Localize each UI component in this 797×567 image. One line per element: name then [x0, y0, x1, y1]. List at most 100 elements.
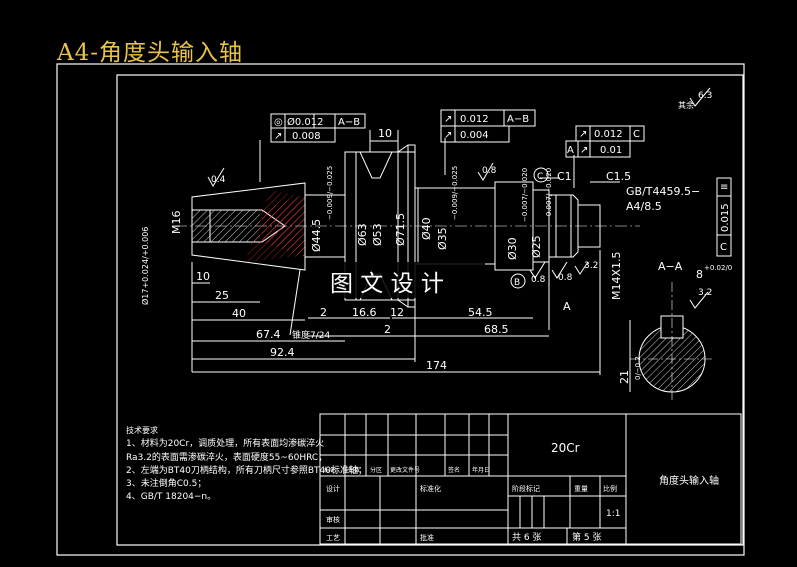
rough-0-8b: 0.8: [531, 275, 546, 285]
dim-c1: C1: [557, 170, 572, 183]
tb-review: 审核: [326, 515, 340, 524]
tb-hdr-mark: 标记: [324, 466, 336, 474]
notes-line-4: 3、未注倒角C0.5；: [126, 477, 206, 489]
dim-54-5: 54.5: [468, 306, 493, 319]
tb-scale: 1:1: [606, 509, 620, 519]
tb-design: 设计: [326, 484, 340, 493]
tb-sheet-total: 共 6 张: [512, 532, 541, 543]
notes-line-2: Ra3.2的表面需渗碳淬火，表面硬度55~60HRC；: [126, 451, 327, 463]
tb-hdr-date: 年月日: [472, 466, 490, 474]
notes-line-5: 4、GB/T 18204−n。: [126, 492, 216, 502]
dim-taper: 锥度7/24: [292, 329, 330, 341]
datum-c: C: [537, 172, 543, 182]
tb-process: 工艺: [326, 534, 340, 542]
dim-phi25: Ø25: [530, 235, 543, 258]
sec-depth: 21: [618, 370, 631, 384]
dim-m14: M14X1.5: [610, 251, 623, 300]
rough-3-2: 3.2: [584, 261, 598, 271]
tb-weight: 重量: [574, 485, 588, 493]
dim-c1-5: C1.5: [606, 170, 631, 183]
tb-hdr-count: 处数: [348, 466, 360, 474]
dim-phi30-tol: −0.007/−0.020: [521, 168, 529, 222]
tol-left-val1: Ø0.012: [287, 116, 324, 128]
tb-scale-label: 比例: [603, 484, 617, 493]
dim-40: 40: [232, 307, 246, 320]
dim-a4-8-5: A4/8.5: [626, 200, 662, 213]
dim-25: 25: [215, 289, 229, 302]
tol-mid-ref1: A−B: [507, 114, 529, 125]
dim-2a: 2: [320, 306, 327, 319]
tol-left-ref1: A−B: [338, 117, 360, 128]
tb-hdr-sign: 签名: [448, 466, 460, 474]
tb-approve: 批准: [420, 533, 434, 542]
dim-10-top: 10: [378, 127, 392, 140]
tol-right-sym1: ↗: [579, 129, 587, 140]
sec-width-tol: +0.02/0: [704, 264, 732, 272]
sec-width: 8: [696, 268, 703, 281]
outer-frame: [56, 63, 745, 556]
dim-phi44-5: Ø44.5: [310, 219, 323, 252]
dim-phi71-5: Ø71.5: [394, 213, 407, 246]
dim-67-4: 67.4: [256, 328, 281, 341]
dim-phi30: Ø30: [506, 237, 519, 260]
tb-part-name: 角度头输入轴: [659, 474, 719, 487]
dim-phi40: Ø40: [420, 217, 433, 240]
tol-right-val1: 0.012: [594, 129, 623, 140]
tol-side-ref: C: [720, 242, 727, 253]
watermark-bg: [315, 262, 485, 298]
tb-sheet-num: 第 5 张: [572, 531, 601, 543]
tol-mid-val2: 0.004: [460, 130, 489, 141]
tol-left-sym2: ↗: [274, 131, 282, 142]
rough-other: 其余: [678, 100, 694, 110]
watermark: 图 文 设 计: [330, 271, 444, 297]
tb-material: 20Cr: [551, 441, 580, 455]
dim-phi35-tol: −0.009/−0.025: [451, 166, 459, 220]
dim-phi63: Ø63: [356, 223, 369, 246]
tol-mid-sym2: ↗: [444, 130, 452, 141]
notes-title: 技术要求: [126, 425, 158, 435]
shaft-drawing: [175, 87, 742, 545]
tol-mid-val1: 0.012: [460, 114, 489, 125]
tb-hdr-change: 更改文件号: [390, 466, 420, 474]
dim-phi53: Ø53: [371, 223, 384, 246]
dim-phi35: Ø35: [436, 227, 449, 250]
sec-depth-tol: 0/−0.2: [634, 356, 642, 380]
sec-3-2: 3.2: [698, 288, 712, 298]
dim-m16: M16: [170, 211, 183, 235]
dim-2b: 2: [384, 323, 391, 336]
tol-right-sym2: ↗: [580, 145, 588, 156]
dim-gb-center: GB/T4459.5−: [626, 185, 700, 198]
page-title: A4-角度头输入轴: [57, 40, 244, 66]
dim-10: 10: [196, 270, 210, 283]
rough-0-8c: 0.8: [558, 273, 573, 283]
tb-stage: 阶段标记: [512, 484, 540, 493]
tol-side-val: 0.015: [720, 203, 731, 232]
rough-0-8a: 0.8: [482, 166, 497, 176]
tol-left-val2: 0.008: [292, 131, 321, 142]
datum-a: A: [563, 300, 571, 313]
dim-68-5: 68.5: [484, 323, 509, 336]
dim-12: 12: [390, 306, 404, 319]
tol-right-datum: A: [567, 145, 574, 156]
dim-phi17: Ø17+0.024/+0.006: [140, 227, 150, 305]
dim-16-6: 16.6: [352, 306, 377, 319]
dim-92-4: 92.4: [270, 346, 295, 359]
rough-0-4: 0.4: [211, 175, 226, 185]
tol-side-sym: ≡: [720, 182, 728, 193]
notes-line-1: 1、材料为20Cr，调质处理，所有表面均渗碳淬火: [126, 437, 324, 449]
tol-right-val2: 0.01: [600, 145, 622, 156]
datum-b: B: [514, 278, 520, 288]
tb-standard: 标准化: [420, 484, 441, 493]
tol-left-sym1: ◎: [274, 117, 283, 128]
dim-174: 174: [426, 359, 447, 372]
dim-phi25-tol: −0.007/−0.020: [545, 168, 553, 222]
tol-right-ref1: C: [633, 129, 640, 140]
rough-6-3: 6.3: [698, 91, 712, 101]
tb-hdr-zone: 分区: [370, 466, 382, 474]
notes-line-3: 2、左端为BT40刀柄结构，所有刀柄尺寸参照BT40标准轴；: [126, 464, 367, 476]
inner-frame: [116, 74, 744, 546]
dim-phi44-tol: −0.009/−0.025: [326, 166, 334, 220]
section-label: A−A: [658, 260, 683, 273]
tol-mid-sym1: ↗: [444, 114, 452, 125]
